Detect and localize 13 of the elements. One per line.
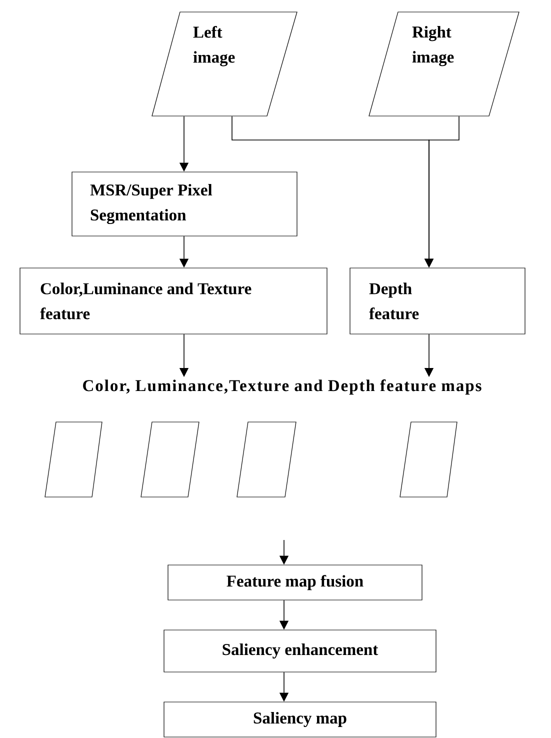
process-box: Feature map fusion — [168, 564, 422, 600]
parallelogram-box: Right image — [368, 12, 520, 116]
process-box: Depth feature — [350, 268, 526, 334]
parallelogram-shape — [236, 422, 296, 498]
parallelogram-box: Left image — [152, 12, 298, 116]
parallelogram-shape — [400, 422, 458, 498]
process-box: MSR/Super Pixel Segmentation — [72, 172, 298, 236]
parallelogram-shape — [140, 422, 200, 498]
heading-label: Color, Luminance,Texture and Depth feature maps — [83, 379, 482, 395]
process-box: Saliency map — [164, 702, 436, 738]
process-box: Color,Luminance and Texture feature — [20, 268, 328, 334]
process-box: Saliency enhancement — [164, 630, 436, 672]
parallelogram-shape — [44, 422, 102, 498]
